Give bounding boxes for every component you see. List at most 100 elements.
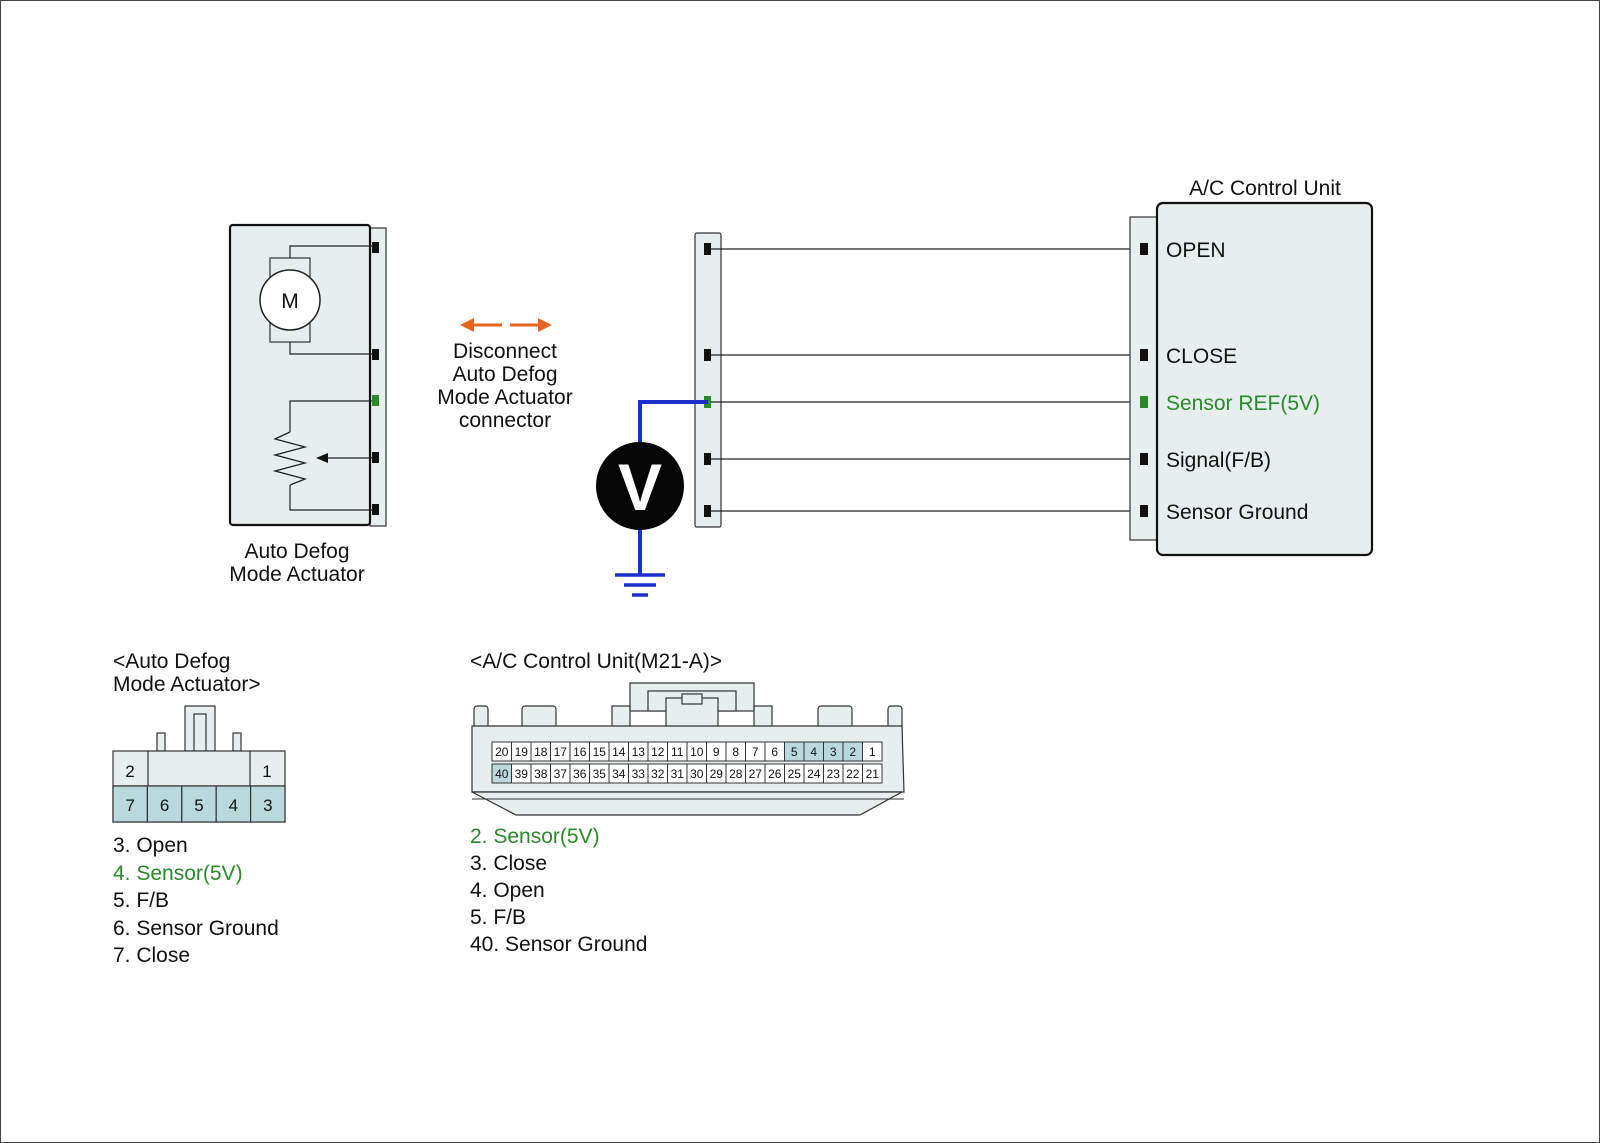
actuator-pin-cell <box>250 785 286 823</box>
auto-defog-mode-actuator: M Auto Defog Mode Actuator <box>228 223 387 586</box>
terminal-signal: Signal(F/B) <box>1166 449 1271 472</box>
disconnect-line-2: Auto Defog <box>452 363 557 386</box>
actuator-pin-number: 7 <box>125 796 134 815</box>
ecu-pin-item: 2. Sensor(5V) <box>470 825 600 848</box>
terminal-close: CLOSE <box>1166 345 1237 368</box>
ecu-pin-number: 11 <box>671 745 684 759</box>
actuator-pin-item: 7. Close <box>113 944 190 967</box>
ecu-pin-number: 33 <box>632 767 646 781</box>
ecu-pin-number: 17 <box>554 745 568 759</box>
actuator-pin-list: 3. Open 4. Sensor(5V) 5. F/B 6. Sensor G… <box>113 834 279 967</box>
ecu-pin-number: 39 <box>515 767 529 781</box>
actuator-pin-2 <box>372 349 379 360</box>
actuator-pin-cell <box>215 785 252 823</box>
voltmeter-label: V <box>618 450 662 524</box>
ecu-pin-number: 16 <box>573 745 587 759</box>
ecu-pin-number: 2 <box>849 745 856 759</box>
motor-icon <box>259 269 321 331</box>
ecu-pin-number: 3 <box>830 745 837 759</box>
motor-label: M <box>281 290 299 313</box>
ecu-pin-number: 4 <box>810 745 817 759</box>
ecu-pin-number: 1 <box>869 745 876 759</box>
ecu-pin-number: 7 <box>752 745 759 759</box>
terminal-open: OPEN <box>1166 239 1226 262</box>
actuator-pin-label: 1 <box>262 762 271 781</box>
ecu-pin-number: 15 <box>593 745 607 759</box>
actuator-pin-item: 3. Open <box>113 834 188 857</box>
actuator-caption-line-2: Mode Actuator <box>229 563 364 586</box>
harness-connector-body <box>694 232 722 528</box>
actuator-connector-title-1: <Auto Defog <box>113 650 230 673</box>
ecu-pin-number: 23 <box>827 767 841 781</box>
ecu-pin-number: 30 <box>690 767 704 781</box>
terminal-sensor-ref: Sensor REF(5V) <box>1166 392 1320 415</box>
actuator-pin-label: 2 <box>125 762 134 781</box>
ecu-pin-number: 37 <box>554 767 568 781</box>
actuator-connector-strip <box>369 227 387 527</box>
ecu-pin-cell <box>862 763 883 784</box>
ecu-pin-number: 40 <box>495 767 509 781</box>
voltmeter-icon <box>596 442 684 530</box>
actuator-pin-4 <box>372 452 379 463</box>
ecu-pin-number: 29 <box>710 767 724 781</box>
ecu-pin-number: 5 <box>791 745 798 759</box>
arrow-right-icon <box>538 318 552 332</box>
resistor-icon <box>272 431 308 486</box>
probe-wire-positive <box>638 400 708 442</box>
actuator-pin-number: 4 <box>229 796 238 815</box>
ecu-pin-item: 40. Sensor Ground <box>470 933 647 956</box>
ecu-pin-number: 13 <box>632 745 646 759</box>
ecu-pin-number: 26 <box>768 767 782 781</box>
disconnect-line-3: Mode Actuator <box>437 386 572 409</box>
ecu-pin-number: 18 <box>534 745 548 759</box>
ecu-pin-number: 22 <box>846 767 860 781</box>
actuator-pin-3 <box>372 395 379 406</box>
ecu-pin-number: 9 <box>713 745 720 759</box>
control-unit-body <box>1155 201 1374 557</box>
actuator-pin-cell <box>181 785 217 823</box>
ecu-pin-number: 20 <box>495 745 509 759</box>
arrow-left-icon <box>460 318 474 332</box>
actuator-caption-line-1: Auto Defog <box>244 540 349 563</box>
actuator-pin-number: 6 <box>160 796 169 815</box>
ecu-pin-number: 6 <box>771 745 778 759</box>
ecu-pin-number: 32 <box>651 767 665 781</box>
ecu-pin-item: 4. Open <box>470 879 545 902</box>
actuator-pin-cell <box>146 785 183 823</box>
ac-control-unit: A/C Control Unit OPEN CLOSE Sensor REF(5… <box>1129 177 1374 557</box>
ecu-pin-list: 2. Sensor(5V) 3. Close 4. Open 5. F/B 40… <box>470 825 647 956</box>
wiper-arrow-icon <box>316 453 328 463</box>
ecu-pin-number: 24 <box>807 767 821 781</box>
ecu-pin-number: 35 <box>593 767 607 781</box>
actuator-pin-5 <box>372 504 379 515</box>
actuator-pin-item: 6. Sensor Ground <box>113 917 279 940</box>
ecu-pin-number: 25 <box>788 767 802 781</box>
ecu-pin-number: 10 <box>690 745 704 759</box>
ecu-connector-title: <A/C Control Unit(M21-A)> <box>470 650 722 673</box>
ecu-pin-number: 31 <box>671 767 685 781</box>
ecu-pin-number: 34 <box>612 767 626 781</box>
actuator-pin-number: 5 <box>194 796 203 815</box>
ecu-pin-number: 28 <box>729 767 743 781</box>
ecu-pin-number: 8 <box>732 745 739 759</box>
control-unit-title: A/C Control Unit <box>1189 177 1341 200</box>
actuator-pin-item: 5. F/B <box>113 889 169 912</box>
ecu-pin-number: 38 <box>534 767 548 781</box>
ecu-pin-number: 27 <box>749 767 763 781</box>
disconnect-line-4: connector <box>459 409 551 432</box>
disconnect-line-1: Disconnect <box>453 340 557 363</box>
ecu-pin-number: 21 <box>866 767 880 781</box>
ecu-pin-number: 14 <box>612 745 626 759</box>
voltmeter: V <box>596 400 708 597</box>
ecu-pin-number: 19 <box>515 745 529 759</box>
terminal-sensor-ground: Sensor Ground <box>1166 501 1308 524</box>
control-unit-connector-strip <box>1129 216 1159 541</box>
harness-connector <box>694 232 1142 528</box>
actuator-pin-item: 4. Sensor(5V) <box>113 862 243 885</box>
ecu-pin-item: 3. Close <box>470 852 547 875</box>
ecu-pin-item: 5. F/B <box>470 906 526 929</box>
actuator-pin-1 <box>372 242 379 253</box>
